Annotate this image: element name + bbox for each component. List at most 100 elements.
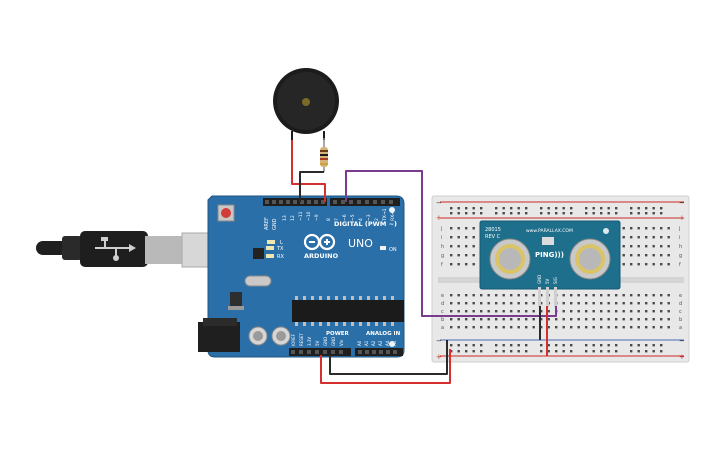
- breadboard-hole: [652, 344, 655, 347]
- breadboard-hole: [622, 310, 625, 313]
- breadboard-hole: [630, 227, 633, 230]
- analog-pin-label: A5: [392, 340, 397, 346]
- sensor-pin-label: 5V: [545, 278, 550, 284]
- breadboard-hole: [472, 263, 475, 266]
- row-letter: d: [441, 301, 444, 307]
- breadboard-hole: [607, 212, 610, 215]
- breadboard-hole: [465, 318, 468, 321]
- breadboard-hole: [615, 310, 618, 313]
- breadboard-hole: [660, 318, 663, 321]
- breadboard-hole: [630, 236, 633, 239]
- breadboard-hole: [465, 236, 468, 239]
- breadboard-hole: [457, 207, 460, 210]
- resistor[interactable]: [320, 138, 328, 172]
- l-label: L: [280, 240, 283, 246]
- breadboard-hole: [570, 294, 573, 297]
- breadboard-hole: [510, 350, 513, 353]
- breadboard-hole: [457, 236, 460, 239]
- digital-header: [263, 198, 400, 206]
- breadboard-hole: [465, 302, 468, 305]
- breadboard-hole: [510, 344, 513, 347]
- breadboard-hole: [495, 318, 498, 321]
- breadboard-hole: [472, 326, 475, 329]
- breadboard-hole: [465, 344, 468, 347]
- breadboard-hole: [592, 350, 595, 353]
- row-letter: e: [441, 293, 444, 299]
- breadboard-hole: [517, 212, 520, 215]
- breadboard-hole: [502, 302, 505, 305]
- breadboard-hole: [457, 310, 460, 313]
- breadboard-hole: [540, 310, 543, 313]
- breadboard-hole: [585, 318, 588, 321]
- breadboard-hole: [525, 326, 528, 329]
- breadboard-hole: [592, 310, 595, 313]
- breadboard-hole: [517, 310, 520, 313]
- breadboard-hole: [465, 207, 468, 210]
- breadboard-hole: [457, 294, 460, 297]
- breadboard-hole: [570, 344, 573, 347]
- breadboard-hole: [630, 294, 633, 297]
- sensor-part-text: 28015: [485, 227, 501, 233]
- breadboard-hole: [562, 310, 565, 313]
- breadboard-hole: [630, 263, 633, 266]
- wires: [291, 140, 557, 384]
- reset-button[interactable]: [217, 204, 235, 222]
- analog-pin-label: A3: [378, 340, 383, 346]
- row-letter: h: [679, 244, 682, 250]
- piezo-buzzer[interactable]: [273, 68, 339, 140]
- breadboard-hole: [502, 326, 505, 329]
- gnd-label: GND: [272, 218, 278, 230]
- breadboard-hole: [660, 227, 663, 230]
- breadboard-hole: [600, 310, 603, 313]
- breadboard-hole: [667, 245, 670, 248]
- breadboard-hole: [652, 310, 655, 313]
- power-pin-label: GND: [323, 337, 328, 346]
- breadboard-hole: [637, 207, 640, 210]
- breadboard-hole: [652, 254, 655, 257]
- breadboard-hole: [555, 207, 558, 210]
- breadboard-hole: [562, 350, 565, 353]
- breadboard-hole: [555, 326, 558, 329]
- rx-label: RX: [277, 254, 284, 260]
- breadboard-hole: [645, 318, 648, 321]
- breadboard-hole: [667, 310, 670, 313]
- row-letter: c: [441, 309, 444, 315]
- breadboard-hole: [607, 310, 610, 313]
- breadboard-hole: [450, 326, 453, 329]
- breadboard-hole: [637, 344, 640, 347]
- breadboard-hole: [555, 318, 558, 321]
- row-letter: g: [679, 253, 682, 259]
- digital-pin-label: 8: [326, 218, 332, 221]
- breadboard-hole: [585, 294, 588, 297]
- breadboard-minus-bottom: −: [436, 337, 442, 345]
- row-letter: h: [441, 244, 444, 250]
- breadboard-hole: [532, 294, 535, 297]
- digital-pin-label: 12: [290, 215, 296, 221]
- breadboard-hole: [465, 294, 468, 297]
- arduino-infinity-logo-icon: [303, 233, 336, 251]
- breadboard-hole: [517, 302, 520, 305]
- breadboard-hole: [637, 263, 640, 266]
- breadboard-hole: [465, 310, 468, 313]
- breadboard-hole: [592, 212, 595, 215]
- breadboard-hole: [517, 207, 520, 210]
- breadboard-hole: [607, 302, 610, 305]
- aref-label: AREF: [264, 217, 270, 230]
- breadboard-hole: [547, 310, 550, 313]
- breadboard-hole: [585, 302, 588, 305]
- breadboard-hole: [622, 294, 625, 297]
- breadboard-hole: [645, 263, 648, 266]
- row-letter: f: [679, 262, 681, 268]
- breadboard-hole: [562, 344, 565, 347]
- breadboard-hole: [600, 302, 603, 305]
- usb-symbol-icon: [95, 237, 136, 261]
- ping-ultrasonic-sensor[interactable]: 28015 REV C www.PARALLAX.COM PING))) GND…: [479, 220, 621, 307]
- breadboard-hole: [547, 350, 550, 353]
- breadboard-hole: [667, 263, 670, 266]
- breadboard-hole: [637, 326, 640, 329]
- breadboard-hole: [480, 207, 483, 210]
- breadboard-hole: [450, 227, 453, 230]
- digital-pin-label: 2: [374, 218, 380, 221]
